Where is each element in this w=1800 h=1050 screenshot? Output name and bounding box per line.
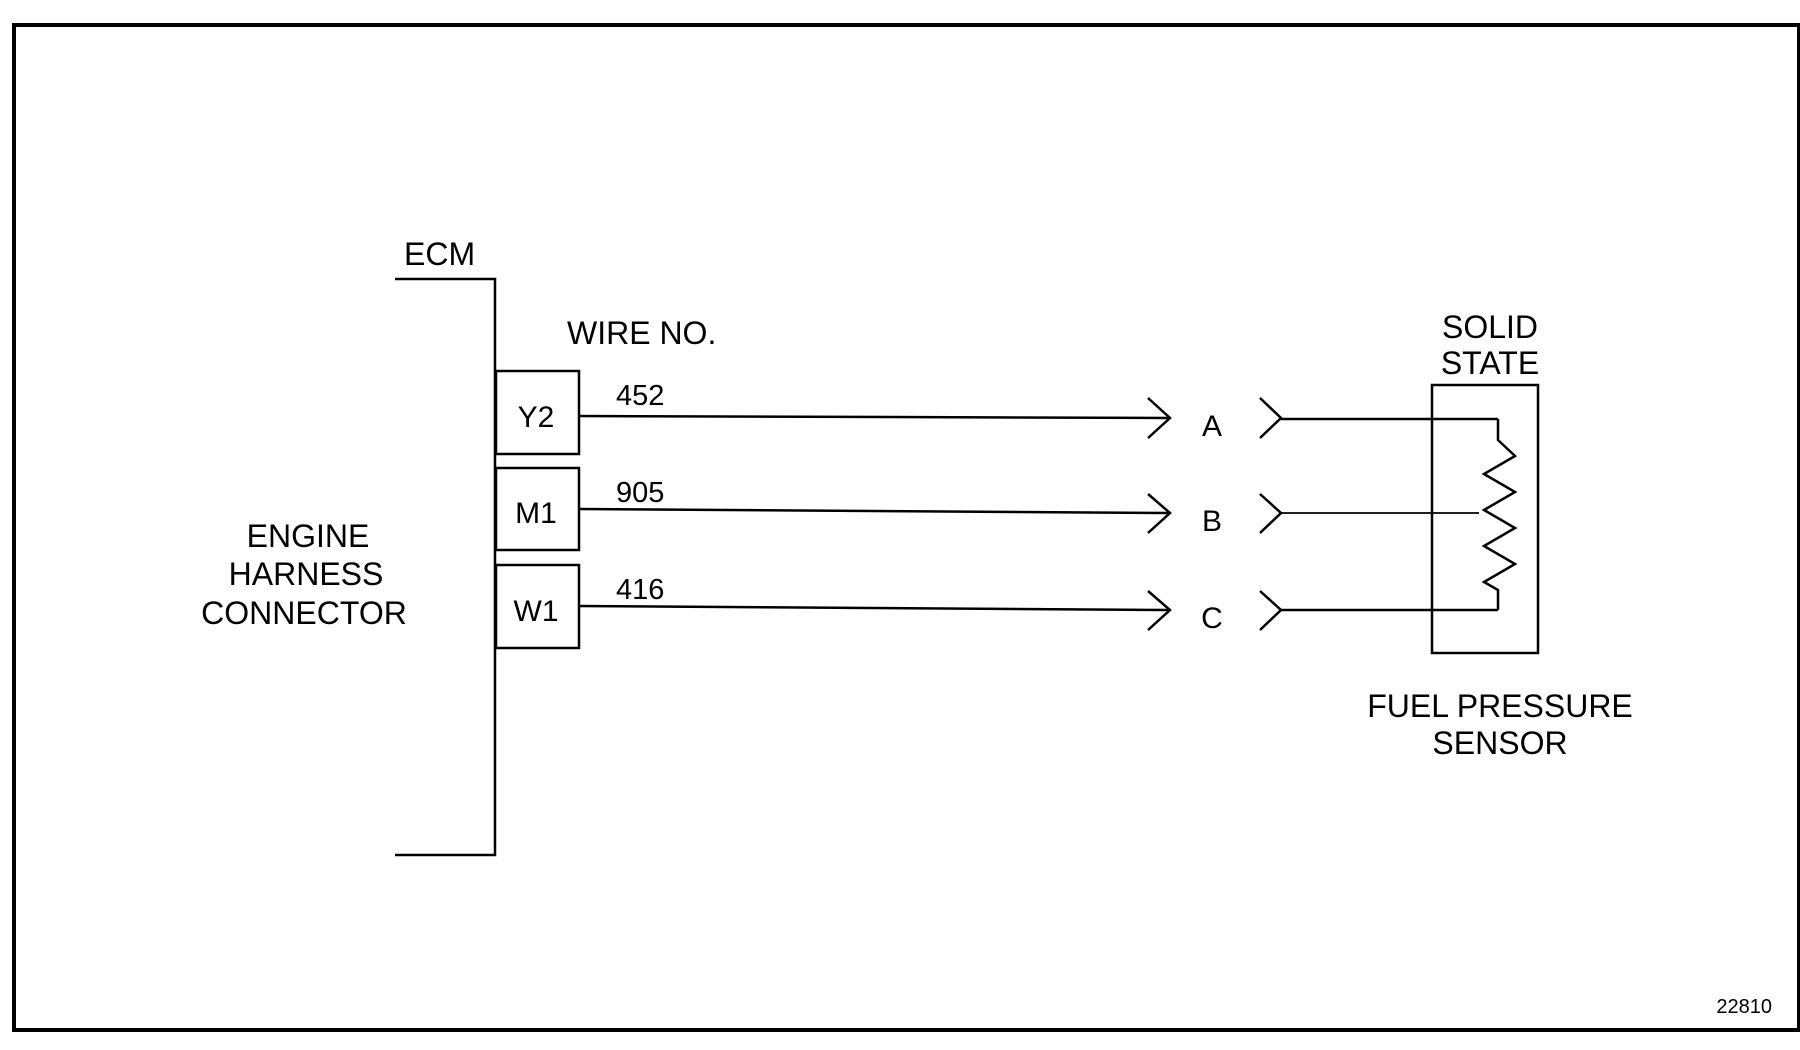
male-terminal-arrow — [1147, 590, 1172, 631]
male-terminal-arrow — [1147, 493, 1172, 534]
ecm-bracket — [395, 277, 497, 857]
wire-number: 452 — [616, 380, 664, 412]
wire-number: 416 — [616, 574, 664, 606]
diagram-frame — [12, 23, 1800, 1032]
resistor-zigzag-symbol — [1481, 419, 1518, 610]
wire-number: 905 — [616, 477, 664, 509]
pin-label: W1 — [514, 595, 559, 628]
pin-box-w1: W1 — [494, 563, 581, 650]
ecm-label: ECM — [404, 236, 475, 272]
connector-label-line-2: HARNESS — [229, 556, 384, 592]
sensor-lead-a — [1259, 397, 1498, 439]
sensor-type-line-2: STATE — [1441, 345, 1539, 381]
wire-line — [578, 604, 1169, 612]
connector-label-line-3: CONNECTOR — [201, 595, 407, 631]
female-terminal — [1259, 493, 1283, 534]
female-terminal — [1259, 397, 1283, 439]
terminal-c-label: C — [1201, 602, 1223, 635]
sensor-type-line-1: SOLID — [1442, 309, 1538, 345]
pin-box-m1: M1 — [494, 466, 581, 552]
wire-416: 416 — [578, 574, 1172, 631]
connector-label-line-1: ENGINE — [247, 518, 370, 554]
terminal-a-label: A — [1202, 410, 1222, 443]
wire-line — [578, 507, 1169, 515]
terminal-b-label: B — [1202, 505, 1222, 538]
engine-harness-connector-label: ENGINE HARNESS CONNECTOR — [201, 518, 407, 631]
wire-905: 905 — [578, 477, 1172, 534]
wire-number-header: WIRE NO. — [567, 315, 716, 351]
pin-box-frame — [494, 369, 581, 456]
male-terminal-arrow — [1147, 397, 1172, 439]
figure-number: 22810 — [1716, 996, 1772, 1018]
sensor-lead-b — [1259, 493, 1479, 534]
sensor-lead-c — [1259, 590, 1498, 631]
pin-label: Y2 — [518, 401, 555, 434]
female-terminal — [1259, 590, 1283, 631]
sensor-name-line-1: FUEL PRESSURE — [1367, 688, 1633, 724]
sensor-name-line-2: SENSOR — [1432, 725, 1567, 761]
wire-452: 452 — [578, 380, 1172, 439]
sensor-body — [1430, 383, 1540, 655]
pin-box-y2: Y2 — [494, 369, 581, 456]
pin-label: M1 — [515, 497, 557, 530]
wire-line — [578, 414, 1169, 420]
